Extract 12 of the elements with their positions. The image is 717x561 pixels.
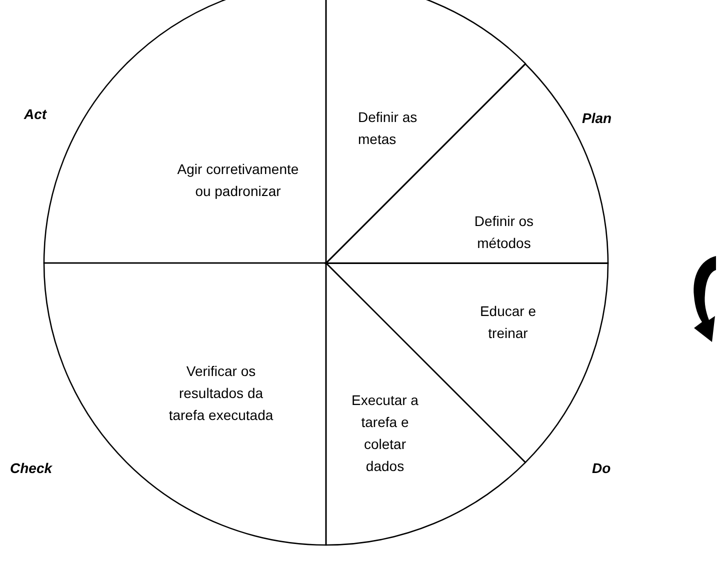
sector-text: Executar a tarefa e coletar dados bbox=[350, 391, 420, 476]
sector-text: Agir corretivamente ou padronizar bbox=[176, 160, 300, 201]
phase-label: Act bbox=[24, 105, 47, 124]
sector-text: Definir as metas bbox=[358, 108, 418, 149]
sector-text: Definir os métodos bbox=[473, 212, 535, 253]
sector-text: Verificar os resultados da tarefa executada bbox=[168, 362, 274, 425]
pie-sector bbox=[326, 263, 526, 545]
sector-text: Educar e treinar bbox=[478, 302, 538, 343]
phase-label: Do bbox=[592, 459, 611, 478]
phase-label: Plan bbox=[582, 109, 612, 128]
pie-sector bbox=[326, 263, 608, 462]
phase-label: Check bbox=[10, 459, 52, 478]
